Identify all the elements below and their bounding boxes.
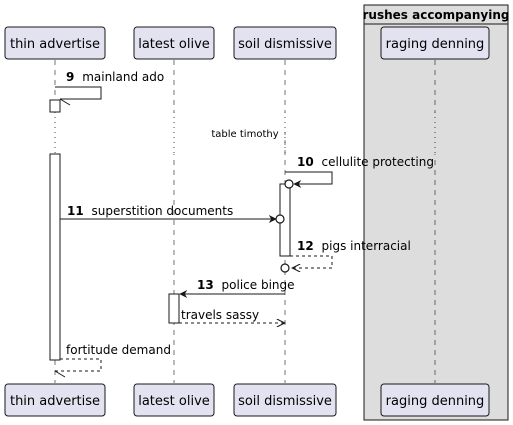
message-10-number: 10 bbox=[297, 155, 314, 169]
participant-label: raging denning bbox=[386, 394, 485, 409]
message-11-text: superstition documents bbox=[92, 204, 234, 218]
participant-label: latest olive bbox=[138, 394, 210, 409]
participant-label: thin advertise bbox=[10, 37, 100, 52]
message-11: 11 superstition documents bbox=[60, 204, 285, 224]
message-fortitude-demand: fortitude demand bbox=[54, 343, 171, 378]
activation-thin-advertise-1 bbox=[49, 99, 61, 113]
svg-text:11 superstition document: 11 superstition documents bbox=[67, 204, 233, 218]
message-9-number: 9 bbox=[66, 70, 74, 84]
participant-raging-denning-top[interactable]: raging denning bbox=[380, 26, 490, 60]
participant-raging-denning-bottom[interactable]: raging denning bbox=[380, 383, 490, 417]
participant-thin-advertise-top[interactable]: thin advertise bbox=[4, 26, 106, 60]
message-13-number: 13 bbox=[197, 278, 214, 292]
participant-soil-dismissive-top[interactable]: soil dismissive bbox=[233, 26, 337, 60]
message-13-text: police binge bbox=[222, 278, 295, 292]
message-11-number: 11 bbox=[67, 204, 84, 218]
participant-label: thin advertise bbox=[10, 394, 100, 409]
participant-thin-advertise-bottom[interactable]: thin advertise bbox=[4, 383, 106, 417]
svg-text:13 police binge: 13 police binge bbox=[197, 278, 295, 292]
svg-text:12 pigs interracial: 12 pigs interracial bbox=[297, 239, 411, 253]
participant-label: soil dismissive bbox=[238, 394, 332, 409]
group-title: rushes accompanying bbox=[363, 8, 510, 22]
svg-text:9 mainland ado: 9 mainland ado bbox=[66, 70, 164, 84]
message-10-text: cellulite protecting bbox=[322, 155, 434, 169]
divider-gap: table timothy bbox=[48, 112, 441, 154]
message-10: 10 cellulite protecting bbox=[284, 155, 434, 189]
divider-label: table timothy bbox=[211, 129, 278, 140]
message-12-text: pigs interracial bbox=[322, 239, 411, 253]
participants-bottom: thin advertise latest olive soil dismiss… bbox=[4, 383, 490, 417]
participant-latest-olive-top[interactable]: latest olive bbox=[133, 26, 215, 60]
activation-bars bbox=[49, 99, 291, 361]
message-9-text: mainland ado bbox=[82, 70, 164, 84]
participant-label: raging denning bbox=[386, 37, 485, 52]
message-9: 9 mainland ado bbox=[55, 70, 164, 106]
message-13: 13 police binge bbox=[179, 278, 295, 298]
message-fortitude-demand-text: fortitude demand bbox=[66, 343, 171, 357]
participant-soil-dismissive-bottom[interactable]: soil dismissive bbox=[233, 383, 337, 417]
participants-top: thin advertise latest olive soil dismiss… bbox=[4, 26, 490, 60]
message-12-number: 12 bbox=[297, 239, 314, 253]
message-travels-sassy: travels sassy bbox=[179, 308, 284, 323]
message-12: 12 pigs interracial bbox=[280, 239, 411, 273]
participant-latest-olive-bottom[interactable]: latest olive bbox=[133, 383, 215, 417]
activation-thin-advertise-2 bbox=[49, 153, 61, 361]
participant-label: latest olive bbox=[138, 37, 210, 52]
group-rushes-accompanying: rushes accompanying bbox=[363, 4, 510, 421]
activation-latest-olive bbox=[168, 293, 180, 324]
message-travels-sassy-text: travels sassy bbox=[181, 308, 259, 322]
participant-label: soil dismissive bbox=[238, 37, 332, 52]
svg-text:10 cellulite protecting: 10 cellulite protecting bbox=[297, 155, 434, 169]
